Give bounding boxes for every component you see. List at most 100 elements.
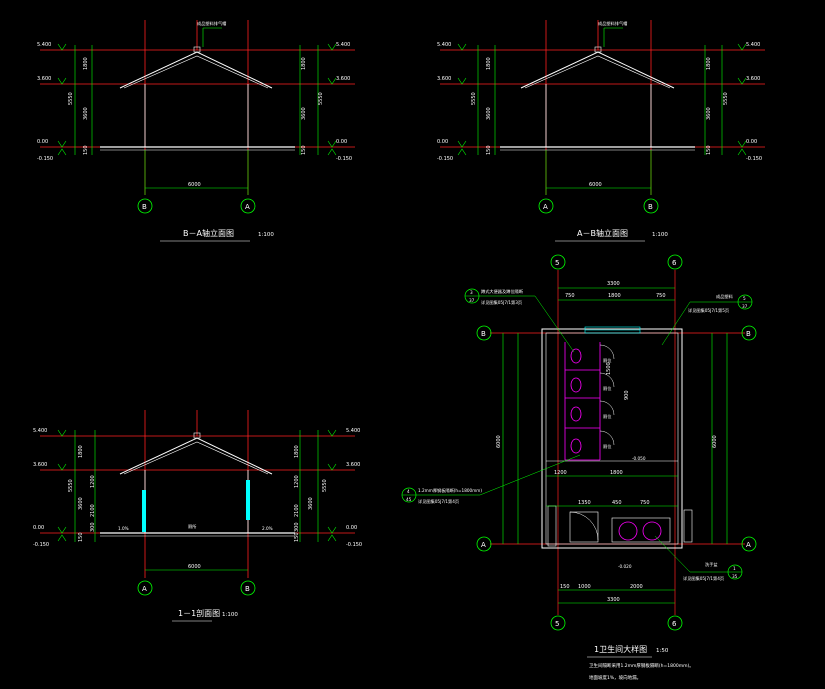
dim-bottom-c: 150 <box>560 584 570 590</box>
axis-bubble-5 <box>550 254 566 270</box>
dim-150-r: 150 <box>301 145 307 155</box>
level-0-right: 0.00 <box>746 139 757 145</box>
dim-side-left: 6000 <box>496 435 502 448</box>
axis-label-5: 5 <box>555 259 559 267</box>
level-5400-right: 5.400 <box>336 42 350 48</box>
dim-top-a: 750 <box>565 293 575 299</box>
axis-bubble-b <box>643 198 659 214</box>
level-3600-right: 3.600 <box>336 76 350 82</box>
stall-label: 厕位 <box>603 357 611 364</box>
inner-dim-2: 1800 <box>610 470 623 476</box>
level-0-right: 0.00 <box>346 525 357 531</box>
inner-dim-6: 900 <box>624 390 630 400</box>
elevation-b-a: 5.400 3.600 0.00 -0.150 5.400 3.600 0.00… <box>37 20 355 242</box>
dim-2100: 2100 <box>90 504 96 517</box>
elevation-a-b: 5.400 3.600 0.00 -0.150 5.400 3.600 0.00… <box>437 20 765 242</box>
level-neg-right: -0.150 <box>336 156 352 162</box>
dim-3600-r: 3600 <box>301 107 307 120</box>
dim-300-r: 300 <box>294 522 300 532</box>
level-0-right: 0.00 <box>336 139 347 145</box>
dim-top-b: 1800 <box>608 293 621 299</box>
level-5400-right: 5.400 <box>346 428 360 434</box>
dim-bottom-b: 2000 <box>630 584 643 590</box>
axis-bubble-6-bottom <box>667 615 683 631</box>
dim-3600: 3600 <box>486 107 492 120</box>
dim-150: 150 <box>486 145 492 155</box>
callout-4-ref: 详见图集05J7/1第4页 <box>683 575 724 582</box>
callout-2-sheet: 37 <box>742 304 748 309</box>
axis-bubble-b-right <box>741 325 757 341</box>
level-neg-left: -0.150 <box>33 542 49 548</box>
level-3600-left: 3.600 <box>437 76 451 82</box>
axis-label-a-left: A <box>481 541 486 549</box>
title-plan: 1卫生间大样图 <box>594 644 647 654</box>
axis-label-b: B <box>648 203 653 211</box>
level-lower: -0.020 <box>618 564 632 569</box>
axis-label-b-right: B <box>746 330 751 338</box>
room-label: 厕所 <box>188 523 196 530</box>
dim-top-total: 3300 <box>607 281 620 287</box>
callout-1-num: 3 <box>470 290 473 295</box>
dim-side-right: 6000 <box>712 435 718 448</box>
callout-4-sheet: 35 <box>732 574 738 579</box>
dim-3600: 3600 <box>78 497 84 510</box>
scale-elev-ab: 1:100 <box>652 232 668 238</box>
inner-dim-4: 450 <box>612 500 622 506</box>
squat-toilet-icon <box>570 348 582 364</box>
callout-1-text: 蹲式大便器及蹲位隔断 <box>481 288 524 295</box>
dim-bottom-total: 3300 <box>607 597 620 603</box>
dim-150: 150 <box>78 532 84 542</box>
level-neg-right: -0.150 <box>746 156 762 162</box>
level-3600-right: 3.600 <box>346 462 360 468</box>
toilet-stalls: 厕位 厕位 厕位 厕位 <box>564 342 615 461</box>
level-3600-right: 3.600 <box>746 76 760 82</box>
window-left <box>142 490 146 532</box>
slope-right: 2.0% <box>262 526 273 531</box>
axis-bubble-b <box>240 580 256 596</box>
title-elev-ba: B－A轴立面图 <box>183 228 234 238</box>
dim-top-c: 750 <box>656 293 666 299</box>
dim-3600-r: 3600 <box>706 107 712 120</box>
dim-1800-r: 1800 <box>294 445 300 458</box>
washbasin-icon <box>618 521 638 541</box>
dim-150-r: 150 <box>294 532 300 542</box>
slope-left: 1.0% <box>118 526 129 531</box>
ridge-note: 成品塑料排气帽 <box>197 20 226 27</box>
dim-5550: 5550 <box>68 479 74 492</box>
dim-3600: 3600 <box>83 107 89 120</box>
dim-150-r: 150 <box>706 145 712 155</box>
callout-2-ref: 详见图集05J7/1第5页 <box>688 307 729 314</box>
level-neg-left: -0.150 <box>437 156 453 162</box>
level-neg-right: -0.150 <box>346 542 362 548</box>
squat-toilet-icon <box>570 438 582 454</box>
axis-bubble-b <box>137 198 153 214</box>
inner-dim-3: 1350 <box>578 500 591 506</box>
dim-1800: 1800 <box>78 445 84 458</box>
plan-note-2: 地面坡度1%，坡向地漏。 <box>589 674 641 681</box>
level-3600-left: 3.600 <box>37 76 51 82</box>
dim-1800-r: 1800 <box>301 57 307 70</box>
title-section: 1－1剖面图 <box>178 608 220 618</box>
dim-1800-r: 1800 <box>706 57 712 70</box>
scale-elev-ba: 1:100 <box>258 232 274 238</box>
dim-2100-r: 2100 <box>294 504 300 517</box>
dim-5550: 5550 <box>471 92 477 105</box>
section-1-1: 5.400 3.600 0.00 -0.150 5.400 3.600 0.00… <box>33 410 362 622</box>
level-neg-left: -0.150 <box>37 156 53 162</box>
ridge-note: 成品塑料排气帽 <box>598 20 627 27</box>
level-0-left: 0.00 <box>33 525 44 531</box>
dim-bottom-a: 1000 <box>578 584 591 590</box>
dim-width: 6000 <box>188 564 201 570</box>
dim-5550-r: 5550 <box>318 92 324 105</box>
level-5400-left: 5.400 <box>437 42 451 48</box>
axis-label-a: A <box>142 585 147 593</box>
callout-3-num: 4 <box>407 489 410 494</box>
callout-1-sheet: 37 <box>469 298 475 303</box>
dim-1800: 1800 <box>83 57 89 70</box>
axis-bubble-b-left <box>476 325 492 341</box>
axis-bubble-a-right <box>741 536 757 552</box>
stall-label: 厕位 <box>603 443 611 450</box>
squat-toilet-icon <box>570 377 582 393</box>
window-right <box>246 480 250 520</box>
callout-2-text: 成品塑料 <box>716 293 734 300</box>
